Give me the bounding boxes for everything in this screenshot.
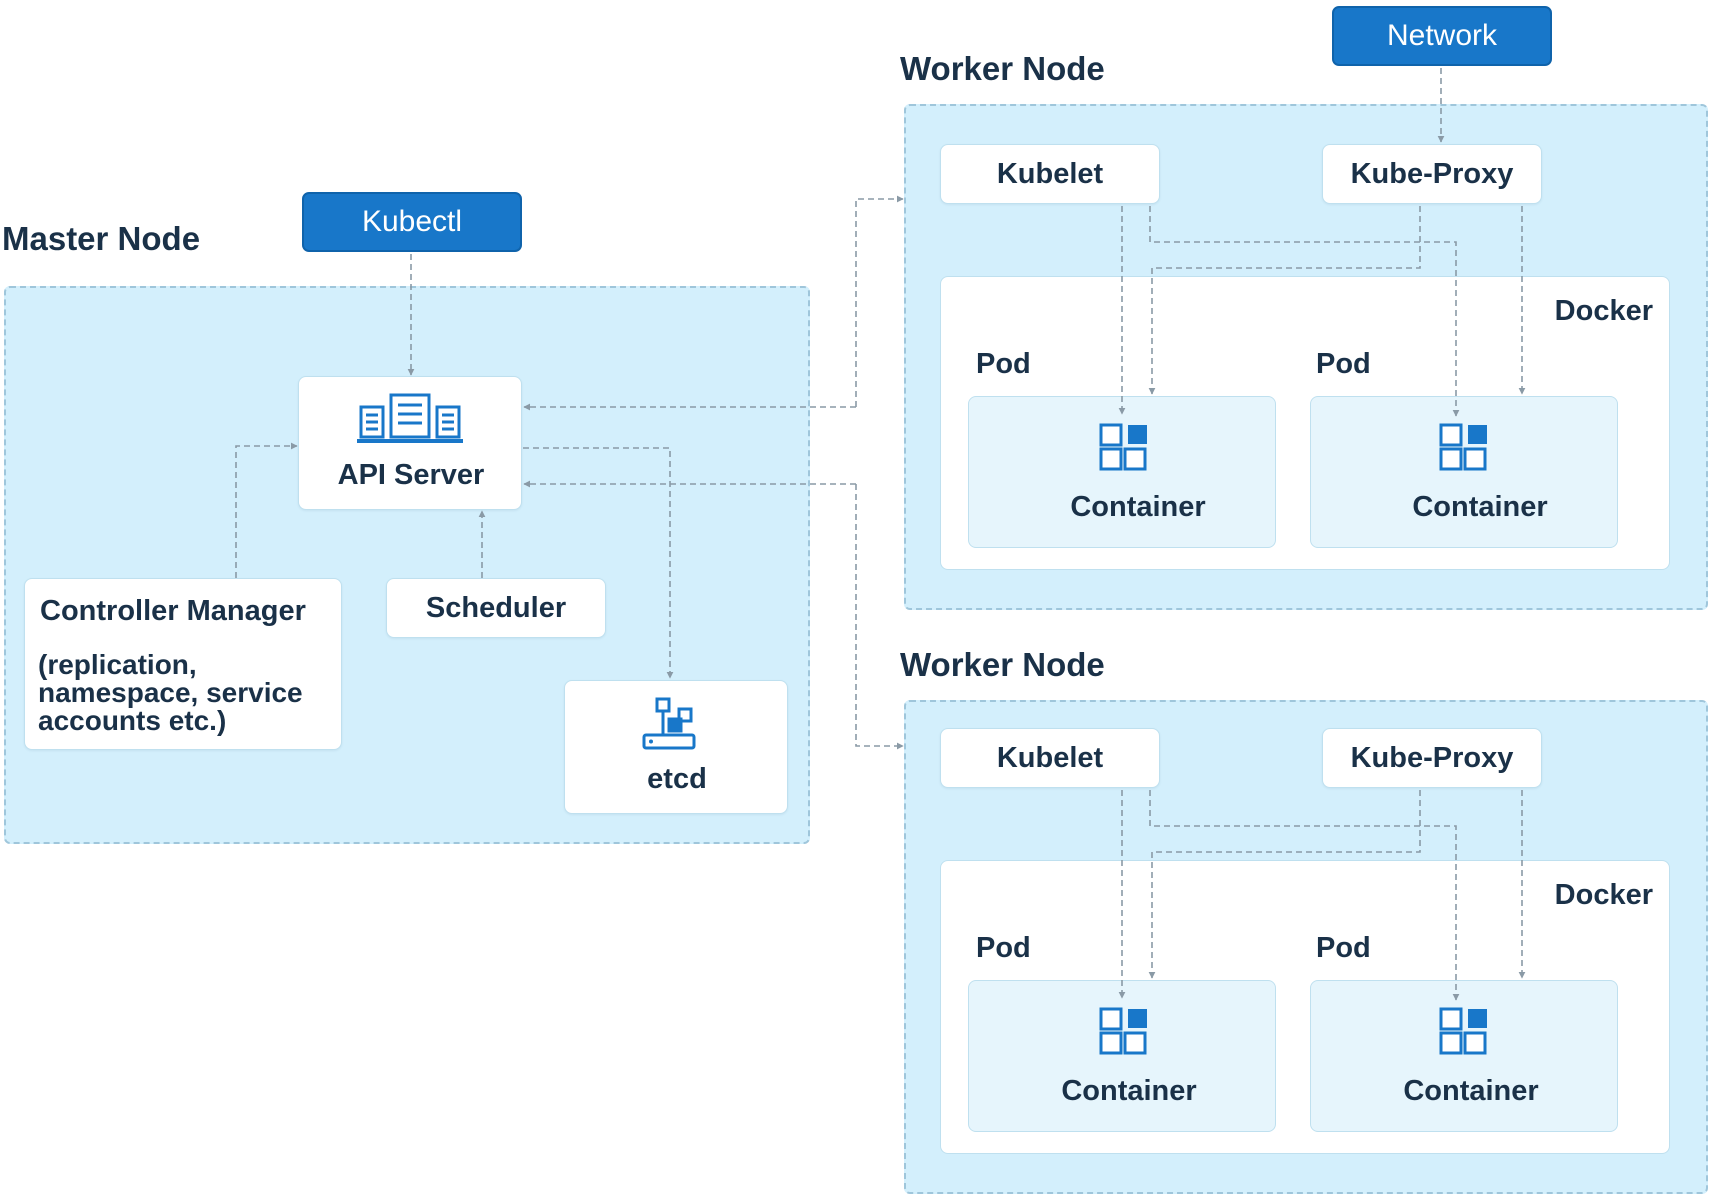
worker-node-title: Worker Node xyxy=(900,646,1105,683)
api-server-label: API Server xyxy=(337,459,485,491)
container-grid-icon xyxy=(1099,1007,1149,1062)
container-grid-icon xyxy=(1099,423,1149,478)
kubectl-button[interactable]: Kubectl xyxy=(302,192,522,252)
kube-proxy-label: Kube-Proxy xyxy=(1350,157,1514,190)
kube-proxy-label: Kube-Proxy xyxy=(1350,741,1514,774)
pod[interactable]: Container xyxy=(1310,980,1618,1132)
controller-manager-detail-3: accounts etc.) xyxy=(38,705,227,736)
pod-label: Pod xyxy=(976,348,1031,380)
scheduler-label: Scheduler xyxy=(425,591,567,624)
master-node-title: Master Node xyxy=(2,220,201,257)
kubelet-card[interactable]: Kubelet xyxy=(940,144,1160,204)
kubelet-label: Kubelet xyxy=(996,741,1104,774)
kubelet-label: Kubelet xyxy=(996,157,1104,190)
controller-manager-card[interactable]: Controller Manager (replication, namespa… xyxy=(24,578,342,750)
etcd-storage-icon xyxy=(641,697,697,756)
controller-manager-detail-1: (replication, xyxy=(38,649,197,680)
api-server-card[interactable]: API Server xyxy=(298,376,522,510)
container-grid-icon xyxy=(1439,423,1489,478)
container-label: Container xyxy=(1061,1075,1197,1107)
worker-node-title: Worker Node xyxy=(900,50,1105,87)
controller-manager-label: Controller Manager xyxy=(40,595,306,627)
pod[interactable]: Container xyxy=(968,980,1276,1132)
scheduler-card[interactable]: Scheduler xyxy=(386,578,606,638)
docker-label: Docker xyxy=(1554,879,1653,911)
kube-proxy-card[interactable]: Kube-Proxy xyxy=(1322,144,1542,204)
server-stack-icon xyxy=(357,393,463,450)
api-to-worker1-arrow xyxy=(855,195,904,407)
container-label: Container xyxy=(1070,491,1206,523)
docker-label: Docker xyxy=(1554,295,1653,327)
controller-manager-detail-2: namespace, service xyxy=(38,677,303,708)
api-to-worker2-arrow xyxy=(855,484,904,750)
pod[interactable]: Container xyxy=(1310,396,1618,548)
etcd-card[interactable]: etcd xyxy=(564,680,788,814)
container-grid-icon xyxy=(1439,1007,1489,1062)
pod-label: Pod xyxy=(1316,348,1371,380)
pod[interactable]: Container xyxy=(968,396,1276,548)
pod-label: Pod xyxy=(976,932,1031,964)
pod-label: Pod xyxy=(1316,932,1371,964)
etcd-label: etcd xyxy=(647,763,707,795)
container-label: Container xyxy=(1403,1075,1539,1107)
kubelet-card[interactable]: Kubelet xyxy=(940,728,1160,788)
network-button[interactable]: Network xyxy=(1332,6,1552,66)
kube-proxy-card[interactable]: Kube-Proxy xyxy=(1322,728,1542,788)
container-label: Container xyxy=(1412,491,1548,523)
